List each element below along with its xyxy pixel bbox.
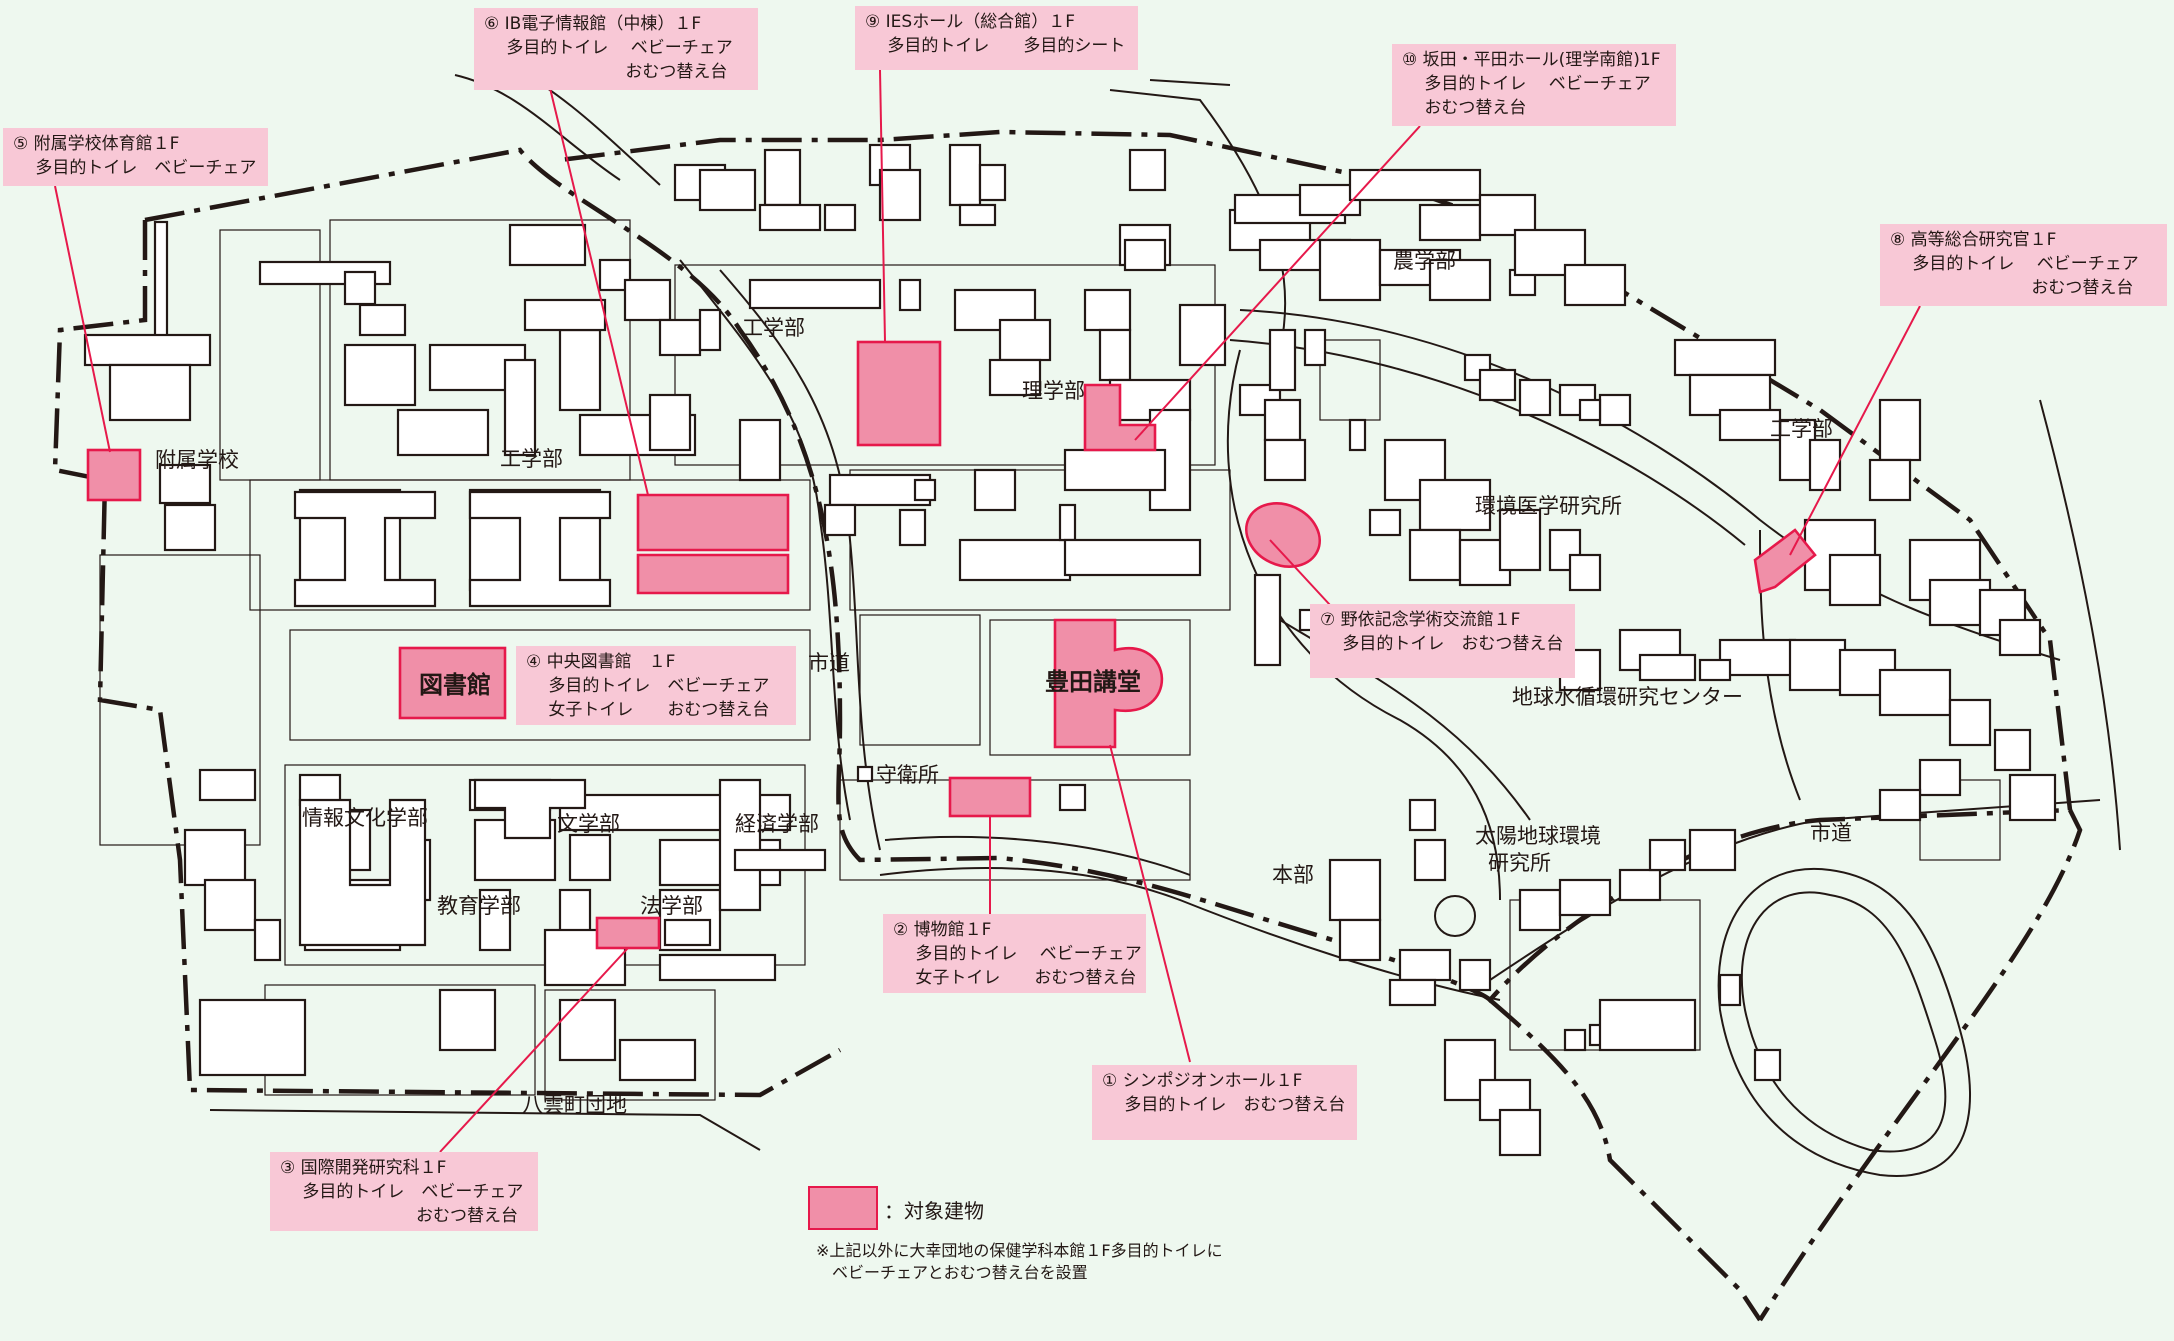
- callout-3-line-1: ③ 国際開発研究科１F: [280, 1158, 447, 1178]
- callout-6-line-1: ⑥ IB電子情報館（中棟）１F: [484, 14, 702, 34]
- label-rigaku: 理学部: [1022, 379, 1085, 403]
- label-library: 図書館: [419, 671, 491, 699]
- callout-8-iar: ⑧ 高等総合研究官１F 多目的トイレ ベビーチェア おむつ替え台: [1880, 224, 2167, 306]
- target-buildings: [86, 340, 1817, 950]
- legend-label: ：対象建物: [884, 1199, 984, 1223]
- label-kougaku-e: 工学部: [1770, 417, 1833, 441]
- label-honbu: 本部: [1272, 863, 1314, 887]
- target-building-8-iar[interactable]: [1753, 528, 1817, 594]
- callout-7-noyori: ⑦ 野依記念学術交流館１F 多目的トイレ おむつ替え台: [1310, 604, 1575, 678]
- label-kankyo: 環境医学研究所: [1475, 494, 1622, 518]
- callout-3-gsid: ③ 国際開発研究科１F 多目的トイレ ベビーチェア おむつ替え台: [270, 1152, 538, 1231]
- callout-4-library: ④ 中央図書館 １F 多目的トイレ ベビーチェア 女子トイレ おむつ替え台: [516, 646, 796, 725]
- callout-2-line-2: 多目的トイレ ベビーチェア: [893, 944, 1142, 964]
- label-hougaku: 法学部: [640, 894, 703, 918]
- buildings-east: [1228, 168, 2057, 1157]
- callout-2-museum: ② 博物館１F 多目的トイレ ベビーチェア 女子トイレ おむつ替え台: [883, 914, 1146, 993]
- label-kyouiku: 教育学部: [437, 894, 521, 918]
- legend-swatch: [808, 1186, 878, 1230]
- buildings-halls: [293, 490, 827, 947]
- callout-6-ib: ⑥ IB電子情報館（中棟）１F 多目的トイレ ベビーチェア おむつ替え台: [474, 8, 758, 90]
- callout-9-line-2: 多目的トイレ 多目的シート: [865, 36, 1126, 56]
- label-kougaku-nw: 工学部: [500, 447, 563, 471]
- callout-4-line-1: ④ 中央図書館 １F: [526, 652, 676, 672]
- callout-1-line-1: ① シンポジオンホール１F: [1102, 1071, 1303, 1091]
- callout-8-line-1: ⑧ 高等総合研究官１F: [1890, 230, 2057, 250]
- callout-9-line-1: ⑨ IESホール（総合館）１F: [865, 12, 1075, 32]
- label-keizai: 経済学部: [735, 812, 819, 836]
- callout-10-line-1: ⑩ 坂田・平田ホール(理学南館)1F: [1402, 50, 1661, 70]
- callout-10-line-2: 多目的トイレ ベビーチェア: [1402, 74, 1651, 94]
- callout-1-symposion: ① シンポジオンホール１F 多目的トイレ おむつ替え台: [1092, 1065, 1357, 1140]
- label-nougaku: 農学部: [1393, 249, 1456, 273]
- callout-10-sakata: ⑩ 坂田・平田ホール(理学南館)1F 多目的トイレ ベビーチェア おむつ替え台: [1392, 44, 1676, 126]
- callout-8-line-3: おむつ替え台: [1890, 278, 2134, 298]
- label-shidou-w: 市道: [808, 651, 850, 675]
- callout-6-line-3: おむつ替え台: [484, 62, 728, 82]
- label-shueijo: 守衛所: [876, 763, 939, 787]
- target-building-5-gym[interactable]: [86, 448, 142, 502]
- target-building-2-museum[interactable]: [948, 776, 1032, 818]
- callout-1-line-2: 多目的トイレ おむつ替え台: [1102, 1095, 1346, 1115]
- target-building-10-sakata[interactable]: [1083, 383, 1157, 452]
- area-labels: 附属学校 工学部 工学部 理学部 農学部 工学部 環境医学研究所 地球水循環研究…: [155, 249, 1852, 1117]
- shueijo-building: [856, 765, 874, 783]
- label-toyoda: 豊田講堂: [1045, 668, 1141, 696]
- callout-5-gym: ⑤ 附属学校体育館１F 多目的トイレ ベビーチェア: [3, 128, 268, 186]
- buildings-center: [673, 143, 1367, 812]
- callout-8-line-2: 多目的トイレ ベビーチェア: [1890, 254, 2139, 274]
- callout-2-line-3: 女子トイレ おむつ替え台: [893, 968, 1137, 988]
- leader-lines: [54, 69, 1921, 1153]
- callout-3-line-2: 多目的トイレ ベビーチェア: [280, 1182, 524, 1202]
- label-taiyo-2: 研究所: [1488, 851, 1551, 875]
- label-jouhou: 情報文化学部: [302, 806, 428, 830]
- callout-5-line-1: ⑤ 附属学校体育館１F: [13, 134, 180, 154]
- footnote-line-1: ※上記以外に大幸団地の保健学科本館１F多目的トイレに: [816, 1241, 1223, 1260]
- callout-7-line-2: 多目的トイレ おむつ替え台: [1320, 634, 1564, 654]
- callout-4-line-3: 女子トイレ おむつ替え台: [526, 700, 770, 720]
- callout-3-line-3: おむつ替え台: [280, 1206, 518, 1226]
- target-building-4-library[interactable]: [398, 646, 507, 720]
- label-shidou-e: 市道: [1810, 821, 1852, 845]
- target-building-3-gsid[interactable]: [595, 916, 661, 950]
- callout-9-ies: ⑨ IESホール（総合館）１F 多目的トイレ 多目的シート: [855, 6, 1138, 70]
- campus-boundary: [52, 129, 2073, 1098]
- label-bungaku: 文学部: [557, 812, 620, 836]
- footnote-line-2: ベビーチェアとおむつ替え台を設置: [816, 1263, 1088, 1282]
- callout-4-line-2: 多目的トイレ ベビーチェア: [526, 676, 770, 696]
- callout-10-line-3: おむつ替え台: [1402, 98, 1527, 118]
- target-building-9-ies[interactable]: [856, 340, 942, 447]
- target-building-7-noyori[interactable]: [1236, 492, 1330, 578]
- callout-5-line-2: 多目的トイレ ベビーチェア: [13, 158, 257, 178]
- target-building-6-ib[interactable]: [636, 493, 790, 595]
- label-chikyu: 地球水循環研究センター: [1512, 685, 1743, 709]
- target-building-1-symposion[interactable]: [1053, 618, 1164, 749]
- callout-7-line-1: ⑦ 野依記念学術交流館１F: [1320, 610, 1521, 630]
- callout-2-line-1: ② 博物館１F: [893, 920, 992, 940]
- label-taiyo-1: 太陽地球環境: [1475, 824, 1601, 848]
- label-fuzoku: 附属学校: [155, 448, 239, 472]
- label-yakumo: 八雲町団地: [522, 1093, 627, 1117]
- footnote: ※上記以外に大幸団地の保健学科本館１F多目的トイレに ベビーチェアとおむつ替え台…: [816, 1240, 1223, 1284]
- label-kougaku-n: 工学部: [742, 316, 805, 340]
- callout-6-line-2: 多目的トイレ ベビーチェア: [484, 38, 733, 58]
